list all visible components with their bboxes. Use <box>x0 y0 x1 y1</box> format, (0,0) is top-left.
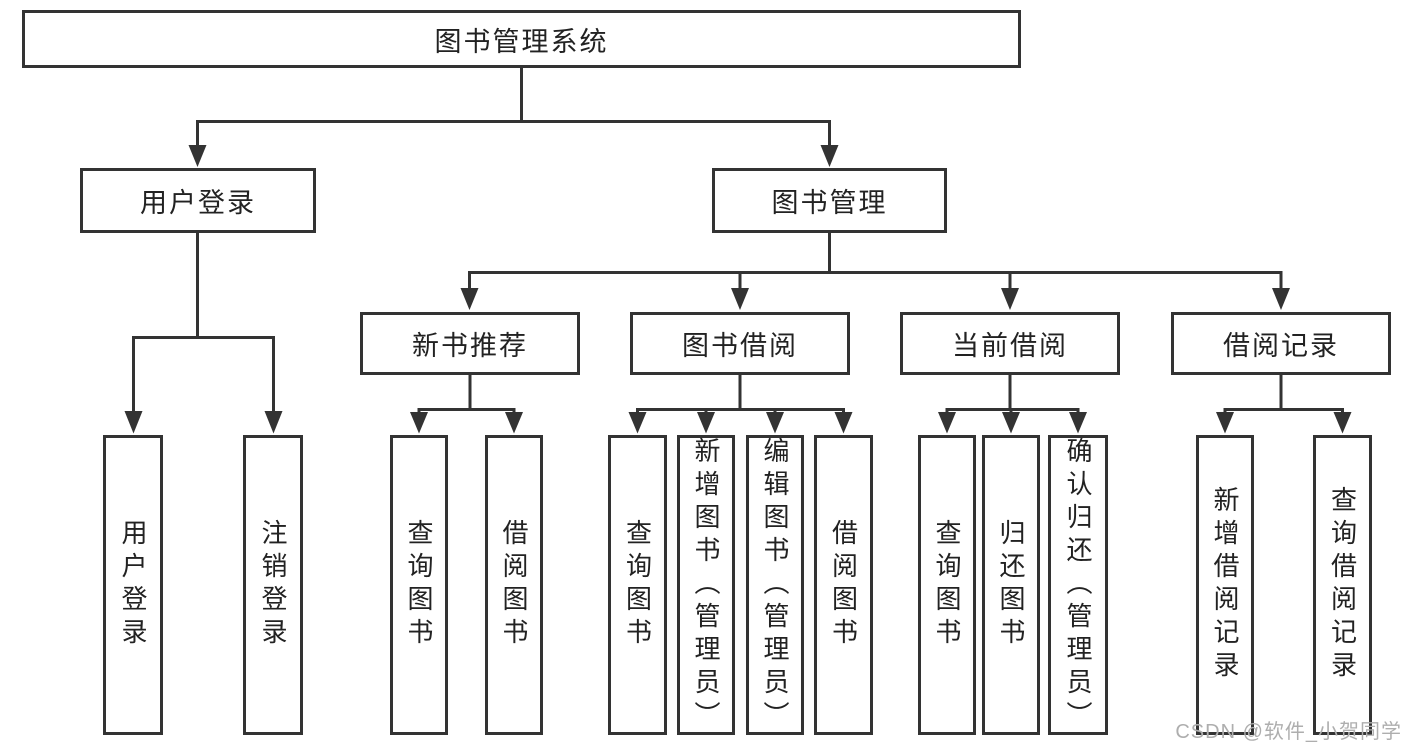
node-borrow-records-label: 借阅记录 <box>1223 331 1339 361</box>
node-user-login-branch: 用户登录 <box>80 168 316 233</box>
node-book-management-label: 图书管理 <box>771 188 888 218</box>
leaf-query-books-borrow-label: 查询图书 <box>622 519 653 651</box>
node-book-borrow: 图书借阅 <box>630 312 850 375</box>
leaf-user-login: 用户登录 <box>103 435 163 735</box>
leaf-confirm-return-admin: 确认归还（管理员） <box>1048 435 1108 735</box>
leaf-user-login-label: 用户登录 <box>118 519 148 651</box>
watermark: CSDN @软件_小贺同学 <box>1175 721 1402 743</box>
leaf-logout: 注销登录 <box>243 435 303 735</box>
leaf-return-book-label: 归还图书 <box>996 519 1026 651</box>
leaf-borrow-books: 借阅图书 <box>814 435 873 735</box>
leaf-add-book-admin-label: 新增图书（管理员） <box>691 436 721 734</box>
node-new-book-recommend-label: 新书推荐 <box>412 331 528 361</box>
leaf-query-books-recommend: 查询图书 <box>390 435 448 735</box>
node-borrow-records: 借阅记录 <box>1171 312 1391 375</box>
leaf-add-borrow-record-label: 新增借阅记录 <box>1210 486 1240 684</box>
node-current-borrow-label: 当前借阅 <box>952 331 1068 361</box>
leaf-logout-label: 注销登录 <box>258 519 288 651</box>
leaf-add-book-admin: 新增图书（管理员） <box>677 435 735 735</box>
leaf-return-book: 归还图书 <box>982 435 1040 735</box>
leaf-borrow-books-recommend: 借阅图书 <box>485 435 543 735</box>
leaf-borrow-books-label: 借阅图书 <box>828 519 859 651</box>
leaf-borrow-books-recommend-label: 借阅图书 <box>499 519 529 651</box>
leaf-edit-book-admin: 编辑图书（管理员） <box>746 435 804 735</box>
node-new-book-recommend: 新书推荐 <box>360 312 580 375</box>
node-user-login-branch-label: 用户登录 <box>140 188 256 218</box>
node-book-management: 图书管理 <box>712 168 947 233</box>
leaf-confirm-return-admin-label: 确认归还（管理员） <box>1063 436 1093 734</box>
leaf-query-books-current-label: 查询图书 <box>932 519 962 651</box>
node-book-borrow-label: 图书借阅 <box>682 331 798 361</box>
node-root-label: 图书管理系统 <box>434 26 609 57</box>
leaf-query-books-recommend-label: 查询图书 <box>404 519 434 651</box>
node-root: 图书管理系统 <box>22 10 1021 68</box>
leaf-query-books-borrow: 查询图书 <box>608 435 667 735</box>
leaf-add-borrow-record: 新增借阅记录 <box>1196 435 1254 735</box>
leaf-query-borrow-record: 查询借阅记录 <box>1313 435 1372 735</box>
leaf-edit-book-admin-label: 编辑图书（管理员） <box>760 436 790 734</box>
leaf-query-books-current: 查询图书 <box>918 435 976 735</box>
leaf-query-borrow-record-label: 查询借阅记录 <box>1327 486 1358 684</box>
node-current-borrow: 当前借阅 <box>900 312 1120 375</box>
